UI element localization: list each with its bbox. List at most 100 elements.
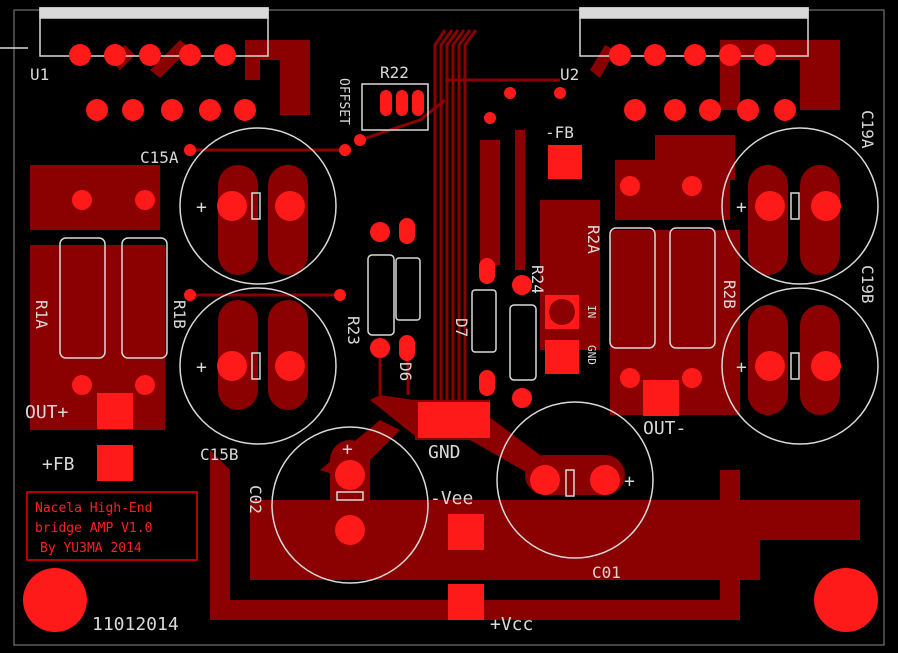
c15b-outline	[179, 287, 337, 445]
label-c01: C01	[592, 563, 621, 582]
fb-minus-pad	[548, 145, 582, 179]
u2-pad	[719, 44, 741, 66]
u1-pad	[199, 99, 221, 121]
plus-mark: +	[196, 357, 207, 378]
u1-pad	[69, 44, 91, 66]
label-c15a: C15A	[140, 148, 179, 167]
r1a-body	[59, 237, 106, 359]
u1-pad	[122, 99, 144, 121]
c02-pad	[335, 515, 365, 545]
d6-pad	[399, 218, 415, 244]
r2b-pad	[682, 368, 702, 388]
r2a-body	[609, 227, 656, 349]
vcc-pad	[448, 584, 484, 620]
r23-pad	[370, 338, 390, 358]
note-line2: bridge AMP V1.0	[35, 521, 152, 536]
r2a-pad	[620, 368, 640, 388]
plus-mark: +	[736, 357, 747, 378]
label-r23: R23	[344, 316, 363, 345]
r23-pad	[370, 222, 390, 242]
plus-mark: +	[196, 197, 207, 218]
u2-pad	[684, 44, 706, 66]
r24-pad	[512, 275, 532, 295]
u2-pad	[754, 44, 776, 66]
u1-pad	[234, 99, 256, 121]
label-r2a: R2A	[584, 225, 603, 254]
d7-pad	[479, 370, 495, 396]
plus-mark: +	[342, 439, 353, 460]
u2-pad	[774, 99, 796, 121]
r2b-body	[669, 227, 716, 349]
label-in: IN	[585, 305, 598, 318]
r2a-pad	[620, 176, 640, 196]
label-d6: D6	[396, 362, 415, 381]
plus-mark: +	[624, 471, 635, 492]
label-offset: OFFSET	[336, 78, 351, 125]
u1-pad	[214, 44, 236, 66]
u2-pad	[609, 44, 631, 66]
in-pad-round	[549, 299, 575, 325]
c02-pad	[335, 460, 365, 490]
c19b-pad	[755, 351, 785, 381]
label-fb-minus: -FB	[545, 123, 574, 142]
u1-pad	[161, 99, 183, 121]
c15b-pad	[217, 351, 247, 381]
label-u2: U2	[560, 65, 579, 84]
label-c19a: C19A	[858, 110, 877, 149]
r1a-pad	[72, 375, 92, 395]
note-box	[26, 491, 198, 561]
d7-body	[471, 289, 497, 353]
label-out-minus: OUT-	[643, 418, 686, 439]
u2-pad	[699, 99, 721, 121]
c15a-pad	[275, 191, 305, 221]
note-line3: By YU3MA 2014	[40, 541, 142, 556]
c01-pad	[530, 465, 560, 495]
label-r22: R22	[380, 63, 409, 82]
copper-layer	[30, 40, 860, 620]
r1b-pad	[135, 375, 155, 395]
r2b-pad	[682, 176, 702, 196]
label-gnd: GND	[428, 442, 461, 463]
gnd-pad	[418, 402, 490, 438]
label-d7: D7	[452, 318, 471, 337]
label-c02: C02	[246, 485, 265, 514]
r22-body	[361, 83, 429, 131]
u2-pad	[624, 99, 646, 121]
u1-pad	[179, 44, 201, 66]
c15a-outline	[179, 127, 337, 285]
out-plus-pad	[97, 393, 133, 429]
mounting-hole	[23, 568, 87, 632]
c02-outline	[271, 426, 429, 584]
r1b-body	[121, 237, 168, 359]
label-fb-plus: +FB	[42, 454, 75, 475]
r1b-pad	[135, 190, 155, 210]
plus-mark: +	[736, 197, 747, 218]
note-line1: Nacela High-End	[35, 501, 152, 516]
vee-pad	[448, 514, 484, 550]
r22-pad	[396, 90, 408, 116]
label-vee: -Vee	[430, 488, 473, 509]
c15b-pad	[275, 351, 305, 381]
gnd-small-pad	[545, 340, 579, 374]
label-r2b: R2B	[720, 280, 739, 309]
r24-body	[509, 304, 537, 381]
c15a-pad	[217, 191, 247, 221]
label-r1a: R1A	[32, 300, 51, 329]
label-r1b: R1B	[170, 300, 189, 329]
c19b-pad	[811, 351, 841, 381]
label-vcc: +Vcc	[490, 614, 533, 635]
r24-pad	[512, 388, 532, 408]
label-c19b: C19B	[858, 265, 877, 304]
d7-pad	[479, 258, 495, 284]
label-date: 11012014	[92, 614, 179, 635]
u1-pad	[104, 44, 126, 66]
signal-bus	[190, 29, 560, 400]
r23-body	[367, 254, 395, 336]
c19a-pad	[811, 191, 841, 221]
u1-pad	[139, 44, 161, 66]
label-u1: U1	[30, 65, 49, 84]
mounting-hole	[814, 568, 878, 632]
r22-pad	[412, 90, 424, 116]
c19b-outline	[721, 287, 879, 445]
